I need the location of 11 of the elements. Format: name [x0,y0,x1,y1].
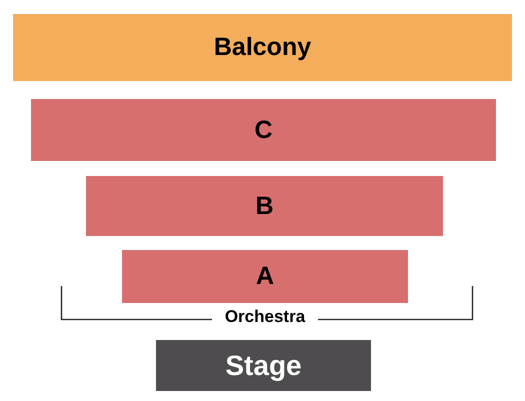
seating-section [86,176,443,236]
section-label: Stage [225,352,302,380]
stage-area [156,340,371,391]
balcony-section [13,14,512,81]
section-label: Balcony [214,35,312,60]
section-label: A [256,264,274,289]
group-label: Orchestra [224,308,306,325]
seating-section [31,99,496,161]
seating-section [122,250,408,303]
section-label: C [254,118,273,142]
section-label: B [255,194,274,218]
